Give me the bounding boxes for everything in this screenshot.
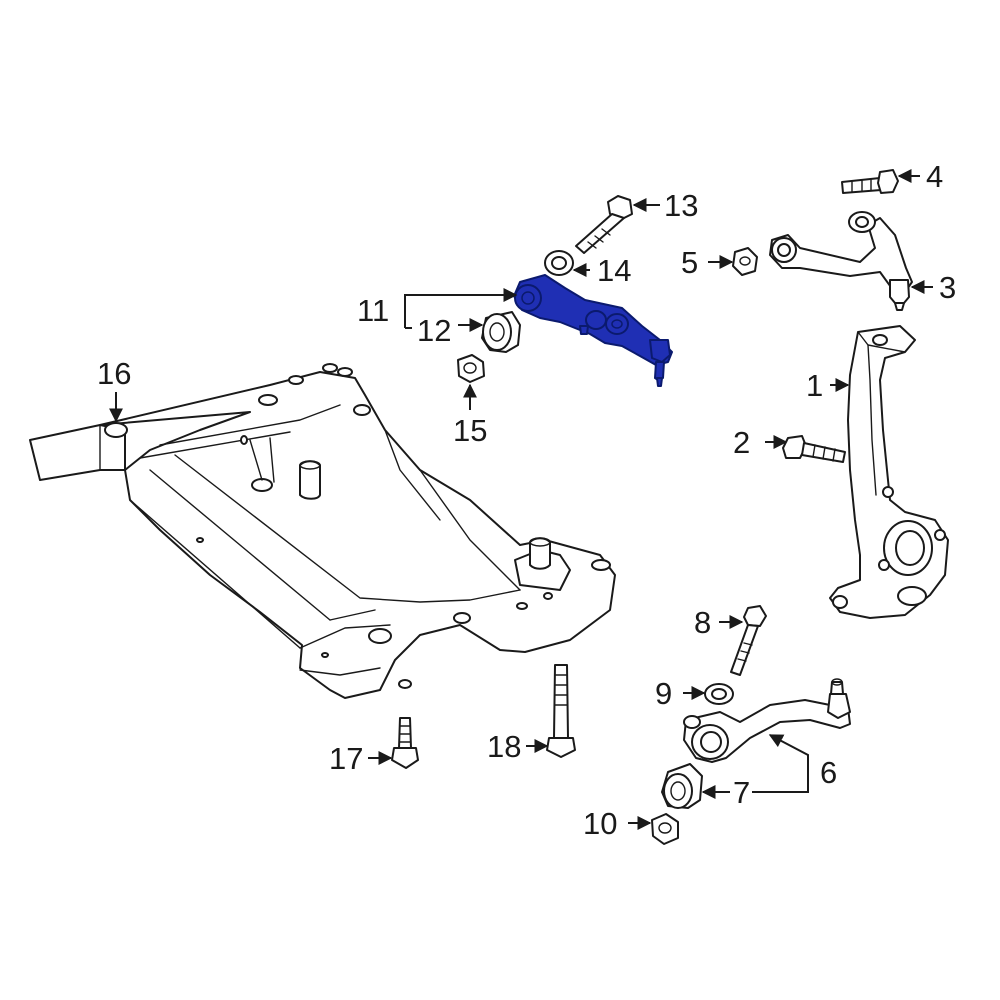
control-arm-11-part — [513, 274, 673, 387]
bolt-13-part — [575, 195, 633, 254]
bolt-4-part — [841, 169, 899, 194]
bolt-17-part — [391, 717, 419, 769]
callout-14: 14 — [597, 253, 631, 288]
callout-9: 9 — [655, 676, 672, 711]
callout-12: 12 — [417, 313, 451, 348]
nut-10-part — [651, 813, 679, 845]
callout-7: 7 — [733, 775, 750, 810]
callout-16: 16 — [97, 356, 131, 391]
leader-lines — [109, 169, 933, 830]
callout-6: 6 — [820, 755, 837, 790]
callout-13: 13 — [664, 188, 698, 223]
callout-18: 18 — [487, 729, 521, 764]
control-arm-6-part — [683, 678, 851, 763]
bolt-2-part — [782, 435, 846, 463]
washer-14-part — [544, 250, 574, 276]
bolt-8-part — [730, 605, 767, 676]
callout-2: 2 — [733, 425, 750, 460]
callout-5: 5 — [681, 245, 698, 280]
callout-4: 4 — [926, 159, 943, 194]
callout-labels: 1 2 3 4 5 6 7 8 9 10 11 12 13 14 15 16 1… — [97, 159, 956, 841]
callout-15: 15 — [453, 413, 487, 448]
callout-8: 8 — [694, 605, 711, 640]
callout-10: 10 — [583, 806, 617, 841]
bushing-7-part — [661, 763, 703, 809]
callout-3: 3 — [939, 270, 956, 305]
callout-11: 11 — [357, 293, 389, 328]
bolt-18-part — [546, 664, 576, 758]
bushing-12-part — [481, 311, 521, 353]
subframe-part — [29, 363, 616, 699]
nut-15-part — [457, 354, 485, 383]
steering-knuckle-part — [829, 325, 949, 619]
callout-17: 17 — [329, 741, 363, 776]
upper-control-arm-part — [769, 211, 913, 311]
nut-5-part — [732, 247, 758, 276]
callout-1: 1 — [806, 368, 823, 403]
washer-9-part — [704, 683, 734, 705]
